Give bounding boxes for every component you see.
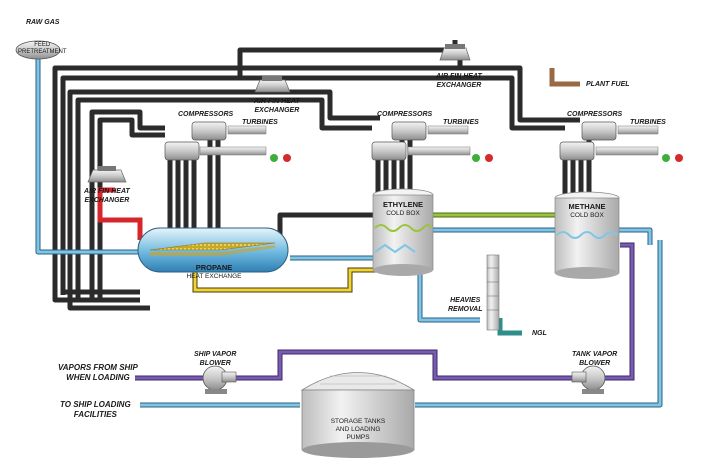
ship-vapor-blower-line-2: BLOWER [199, 360, 231, 367]
heavies-removal-line-2: REMOVAL [448, 306, 483, 313]
tank-vapor-blower-line-2: BLOWER [579, 360, 611, 367]
propane-label: PROPANE HEAT EXCHANGE [181, 263, 247, 281]
ethylene-subtitle: COLD BOX [386, 210, 420, 217]
feed-pretreatment-label: FEED PRETREATMENT [18, 42, 67, 56]
air-fin-exchanger-top [439, 44, 471, 61]
storage-tanks-line-3: PUMPS [346, 434, 370, 441]
propane-heat-exchanger [137, 227, 289, 273]
air-fin-mid-line-1: AIR FIN HEAT [254, 98, 300, 105]
tank-vapor-blower-line-1: TANK VAPOR [572, 351, 618, 358]
plant-fuel-pipe [549, 68, 580, 87]
methane-title: METHANE [568, 202, 606, 211]
vapors-from-ship-label: VAPORS FROM SHIP WHEN LOADING [58, 363, 138, 383]
heavies-removal-column [486, 254, 500, 331]
to-ship-loading-label: TO SHIP LOADING FACILITIES [60, 400, 131, 420]
turbines-right-label: TURBINES [630, 119, 666, 126]
plant-fuel-label: PLANT FUEL [586, 81, 630, 88]
air-fin-mid-line-2: EXCHANGER [254, 107, 300, 114]
compressors-mid-label: COMPRESSORS [377, 111, 433, 118]
feed-pretreatment-line-2: PRETREATMENT [18, 49, 67, 55]
air-fin-top-label: AIR FIN HEAT EXCHANGER [436, 72, 482, 90]
air-fin-exchanger-mid [254, 76, 291, 93]
ethylene-label: ETHYLENE COLD BOX [373, 200, 433, 218]
air-fin-top-line-1: AIR FIN HEAT [436, 73, 482, 80]
to-ship-loading-line-1: TO SHIP LOADING [60, 400, 131, 409]
ngl-label: NGL [532, 330, 547, 337]
methane-subtitle: COLD BOX [570, 212, 604, 219]
tank-vapor-blower-label: TANK VAPOR BLOWER [572, 350, 617, 368]
air-fin-left-line-1: AIR FIN HEAT [84, 188, 130, 195]
air-fin-left-label: AIR FIN HEAT EXCHANGER [84, 187, 130, 205]
turbines-left-label: TURBINES [242, 119, 278, 126]
compressors-right-label: COMPRESSORS [567, 111, 623, 118]
storage-tanks-line-1: STORAGE TANKS [330, 418, 386, 425]
feed-pretreatment-unit [15, 40, 61, 60]
compressor-train-mid [371, 121, 493, 162]
to-ship-loading-line-2: FACILITIES [73, 410, 117, 419]
heavies-removal-line-1: HEAVIES [450, 297, 481, 304]
ethylene-cold-box [372, 188, 434, 276]
propane-title: PROPANE [195, 263, 233, 272]
compressor-train-left [164, 121, 291, 162]
air-fin-top-line-2: EXCHANGER [436, 82, 482, 89]
methane-cold-box [554, 191, 620, 279]
tank-vapor-blower [571, 365, 606, 394]
compressor-train-right [559, 121, 683, 162]
vapors-from-ship-line-2: WHEN LOADING [66, 373, 130, 382]
storage-tanks-line-2: AND LOADING [335, 426, 381, 433]
ngl-pipe [497, 318, 522, 336]
dark-loop-pipes [52, 40, 592, 311]
ship-vapor-blower [202, 365, 237, 394]
methane-label: METHANE COLD BOX [556, 202, 618, 220]
ethylene-title: ETHYLENE [382, 200, 423, 209]
air-fin-left-line-2: EXCHANGER [84, 197, 130, 204]
ship-vapor-blower-label: SHIP VAPOR BLOWER [194, 350, 236, 368]
raw-gas-label: RAW GAS [26, 19, 60, 26]
ship-vapor-blower-line-1: SHIP VAPOR [194, 351, 237, 358]
air-fin-exchanger-left [87, 166, 127, 183]
heavies-removal-label: HEAVIES REMOVAL [448, 296, 482, 314]
propane-subtitle: HEAT EXCHANGE [186, 273, 242, 280]
turbines-mid-label: TURBINES [443, 119, 479, 126]
storage-tank [300, 372, 416, 458]
red-pipe [97, 187, 143, 240]
storage-tanks-label: STORAGE TANKS AND LOADING PUMPS [318, 418, 398, 442]
air-fin-mid-label: AIR FIN HEAT EXCHANGER [254, 97, 300, 115]
compressors-left-label: COMPRESSORS [178, 111, 234, 118]
feed-pretreatment-line-1: FEED [34, 42, 51, 48]
vapors-from-ship-line-1: VAPORS FROM SHIP [58, 363, 138, 372]
